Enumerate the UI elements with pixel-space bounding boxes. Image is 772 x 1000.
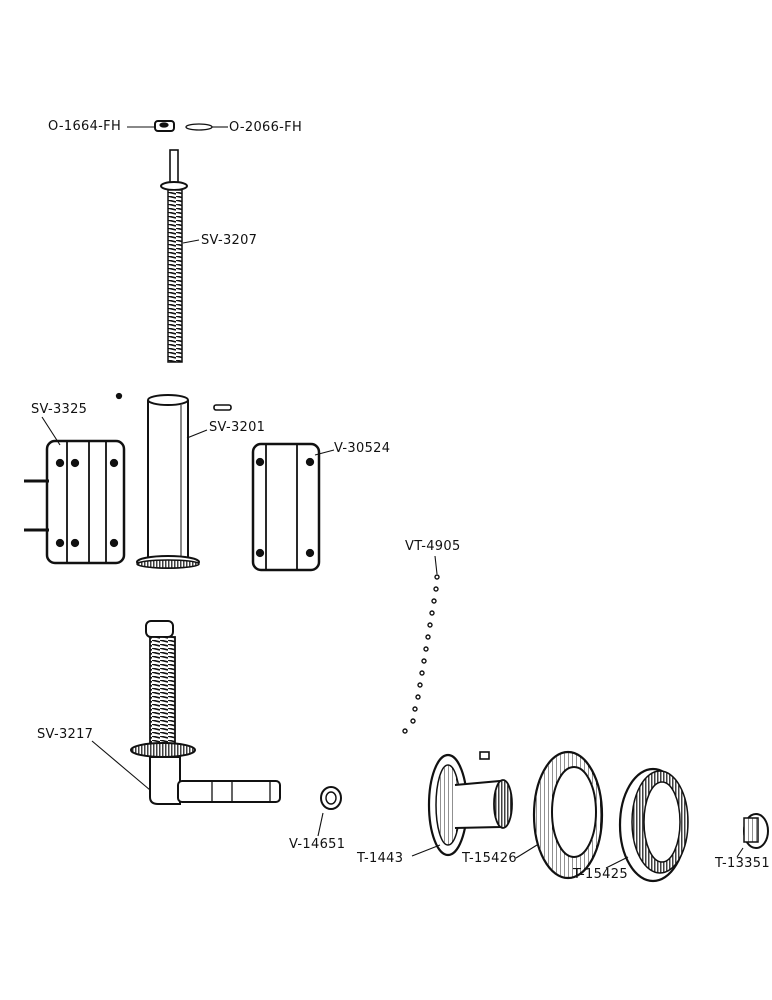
- cap-part: [743, 813, 769, 849]
- bracket-right-part: [251, 442, 321, 572]
- nut-part: [154, 120, 175, 132]
- spindle-part: [130, 620, 281, 805]
- label-nut: O-1664-FH: [48, 119, 122, 134]
- label-gear-outer: T-15426: [462, 851, 517, 866]
- bracket-left-part: [24, 439, 126, 565]
- label-bracket-left: SV-3325: [31, 402, 88, 417]
- seal-part: [320, 786, 342, 810]
- gear-inner-part: [618, 767, 689, 883]
- label-bracket-right: V-30524: [334, 441, 391, 456]
- label-pin: O-2066-FH: [229, 120, 303, 135]
- label-cap: T-13351: [715, 856, 770, 871]
- label-tube: SV-3201: [209, 420, 266, 435]
- label-seal: V-14651: [289, 837, 346, 852]
- small-bolt-right: [213, 404, 232, 411]
- rollers-part: [402, 574, 440, 734]
- screw-part: [160, 149, 188, 363]
- gear-outer-part: [532, 750, 604, 880]
- label-screw: SV-3207: [201, 233, 258, 248]
- small-bolt-left: [115, 392, 123, 400]
- leader-lines: [41, 126, 744, 869]
- label-rollers: VT-4905: [405, 539, 461, 554]
- label-hub: T-1443: [357, 851, 404, 866]
- tube-part: [136, 394, 200, 569]
- label-gear-inner: T-15425: [573, 867, 628, 882]
- label-spindle: SV-3217: [37, 727, 94, 742]
- pin-part: [185, 123, 213, 131]
- small-bolt-hub: [479, 751, 490, 760]
- hub-part: [427, 753, 513, 857]
